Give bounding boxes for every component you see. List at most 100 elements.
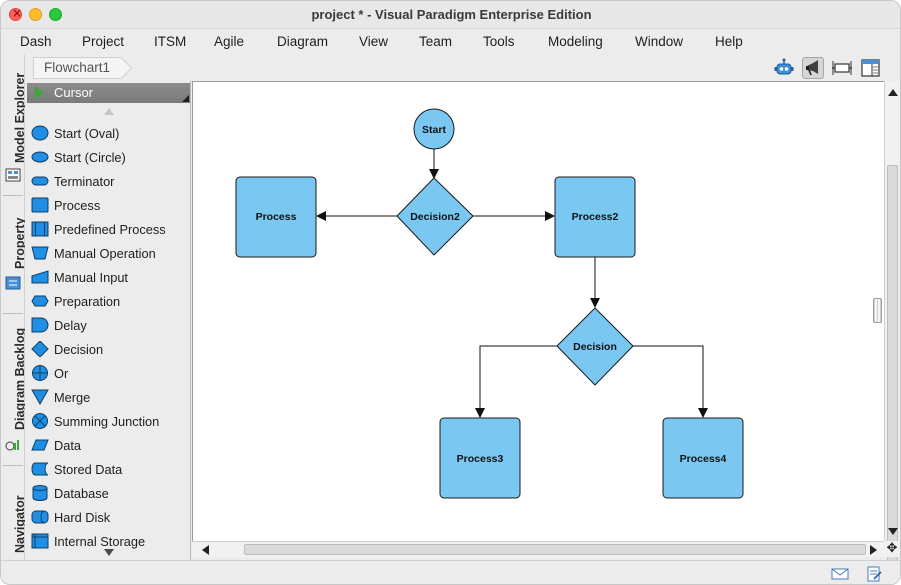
panel-resize-grip[interactable] [873,298,882,323]
palette-item-hard-disk[interactable]: Hard Disk [29,506,189,528]
connector-decision-to-process4[interactable] [633,345,708,418]
palette-item-decision[interactable]: Decision [29,338,189,360]
palette-item-delay[interactable]: Delay [29,314,189,336]
vertical-scrollbar[interactable] [884,81,900,584]
database-icon [32,485,48,501]
palette-item-data[interactable]: Data [29,434,189,456]
palette-item-label: Data [54,438,82,453]
palette-item-label: Process [54,198,101,213]
node-process[interactable]: Process [235,176,317,258]
minimize-window-button[interactable] [29,8,42,21]
menu-project[interactable]: Project [82,34,125,49]
horizontal-scrollbar[interactable] [192,541,884,557]
corner-marker-icon [182,95,189,102]
menu-dash[interactable]: Dash [20,34,52,49]
connector-decision-to-process3[interactable] [475,345,557,418]
palette-item-internal-storage[interactable]: Internal Storage [29,530,189,552]
preparation-icon [31,295,49,307]
edit-document-icon[interactable] [865,566,883,582]
menu-team[interactable]: Team [419,34,453,49]
manual-operation-icon [31,246,49,260]
property-icon [5,276,21,290]
palette-item-manual-input[interactable]: Manual Input [29,266,189,288]
node-process-label: Process [256,211,297,223]
panel-layout-icon[interactable] [860,57,882,79]
cursor-arrow-icon [35,86,44,100]
scroll-left-button[interactable] [202,545,209,555]
palette-item-database[interactable]: Database [29,482,189,504]
model-explorer-icon [5,168,21,182]
flowchart-diagram: Start Decision2 Process Process2 Decisio… [235,108,744,499]
menu-itsm[interactable]: ITSM [154,34,187,49]
mail-icon[interactable] [831,566,849,582]
menu-modeling[interactable]: Modeling [548,34,603,49]
palette-item-terminator[interactable]: Terminator [29,170,189,192]
scroll-right-button[interactable] [870,545,877,555]
menu-help[interactable]: Help [715,34,743,49]
node-process2[interactable]: Process2 [554,176,636,258]
manual-input-icon [31,270,49,284]
data-icon [31,439,49,451]
menu-view[interactable]: View [359,34,389,49]
palette-item-label: Delay [54,318,87,333]
vertical-scroll-thumb[interactable] [887,165,898,584]
menu-tools[interactable]: Tools [483,34,515,49]
horizontal-scroll-thumb[interactable] [244,544,866,555]
palette-cursor-tool[interactable]: Cursor [27,83,190,103]
menu-window[interactable]: Window [635,34,684,49]
palette-item-stored-data[interactable]: Stored Data [29,458,189,480]
palette-item-label: Preparation [54,294,121,309]
palette-item-label: Merge [54,390,91,405]
breadcrumb[interactable]: Flowchart1 [33,57,122,79]
palette-item-label: Summing Junction [54,414,160,429]
tab-model-explorer[interactable]: Model Explorer [1,63,27,187]
palette-scroll-up-icon[interactable] [104,108,114,115]
node-decision2-label: Decision2 [410,211,460,223]
palette-item-label: Start (Circle) [54,150,126,165]
palette-item-or[interactable]: Or [29,362,189,384]
delay-icon [31,317,49,333]
title-bar: project * - Visual Paradigm Enterprise E… [1,1,900,29]
palette-item-label: Terminator [54,174,115,189]
palette-item-summing-junction[interactable]: Summing Junction [29,410,189,432]
tab-separator [3,465,23,466]
menu-agile[interactable]: Agile [214,34,245,49]
node-process3-label: Process3 [457,453,504,465]
palette-item-label: Internal Storage [54,534,146,549]
robot-icon[interactable] [773,57,795,79]
close-window-button[interactable] [9,6,22,21]
palette-item-manual-operation[interactable]: Manual Operation [29,242,189,264]
fit-diagram-icon[interactable] [831,57,853,79]
node-process4-label: Process4 [680,453,727,465]
palette-item-label: Decision [54,342,104,357]
tab-navigator[interactable]: Navigator [1,471,27,561]
node-decision2[interactable]: Decision2 [396,177,474,256]
diagram-backlog-icon [5,440,19,451]
status-bar [1,560,900,584]
palette-item-label: Manual Operation [54,246,156,261]
palette-item-start-circle[interactable]: Start (Circle) [29,146,189,168]
diagram-canvas[interactable]: Start Decision2 Process Process2 Decisio… [192,81,884,541]
palette-item-preparation[interactable]: Preparation [29,290,189,312]
node-process4[interactable]: Process4 [662,417,744,499]
node-start[interactable]: Start [413,108,455,150]
palette-item-label: Or [54,366,69,381]
palette-scroll-down-icon[interactable] [104,549,114,556]
move-canvas-icon[interactable]: ✥ [884,541,900,557]
scroll-down-button[interactable] [888,528,898,535]
node-decision-label: Decision [573,341,617,353]
tab-diagram-backlog[interactable]: Diagram Backlog [1,319,27,459]
palette-item-label: Manual Input [54,270,128,285]
palette-item-predefined-process[interactable]: Predefined Process [29,218,189,240]
palette-item-merge[interactable]: Merge [29,386,189,408]
maximize-window-button[interactable] [49,8,62,21]
menu-diagram[interactable]: Diagram [277,34,329,49]
megaphone-icon[interactable] [802,57,824,79]
node-process3[interactable]: Process3 [439,417,521,499]
node-decision[interactable]: Decision [556,307,634,386]
palette-item-process[interactable]: Process [29,194,189,216]
tab-property[interactable]: Property [1,201,27,301]
scroll-up-button[interactable] [888,89,898,96]
tab-separator [3,195,23,196]
palette-item-start-oval[interactable]: Start (Oval) [29,122,189,144]
